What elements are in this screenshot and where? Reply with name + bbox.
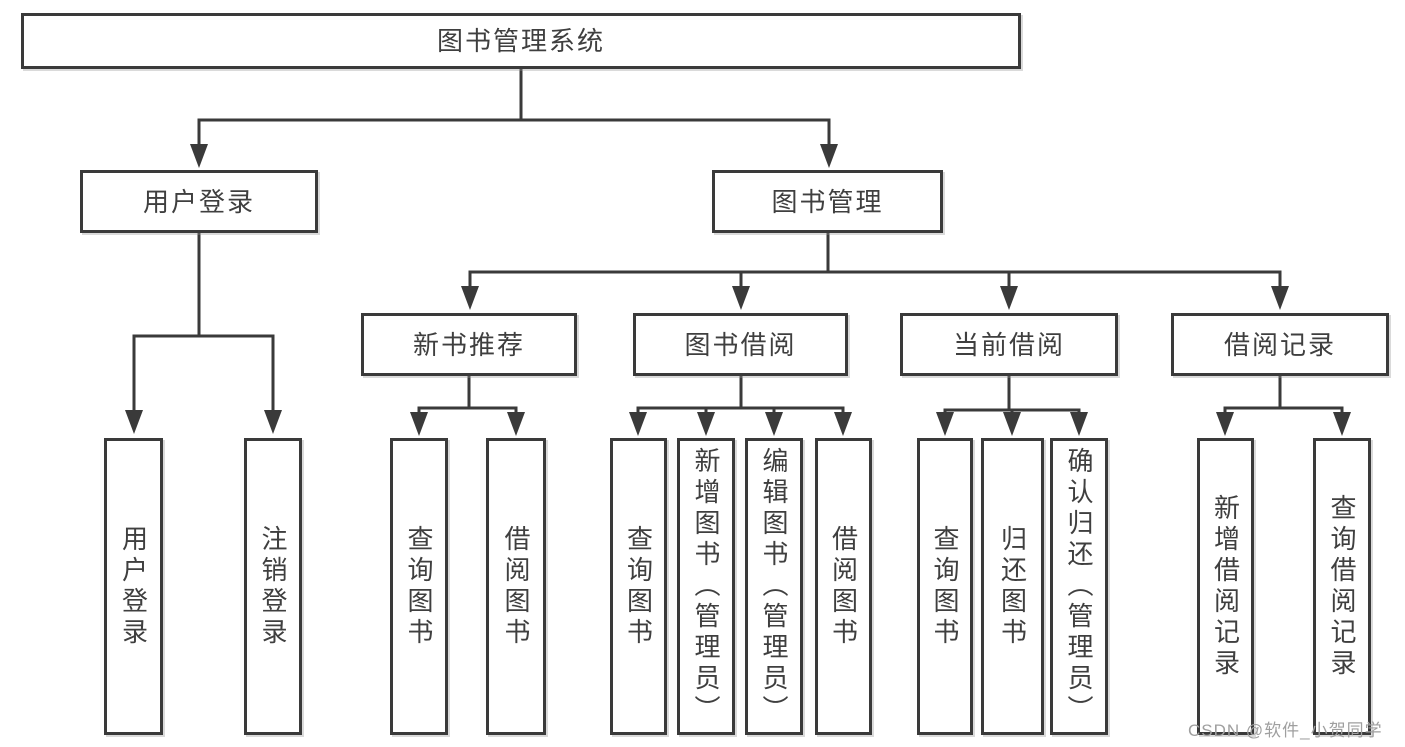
leaf-query-books-current: 查询图书	[917, 438, 973, 735]
leaf-query-borrow-record: 查询借阅记录	[1313, 438, 1371, 735]
leaf-user-login-label: 用户登录	[118, 524, 149, 649]
node-new-book-recommend: 新书推荐	[361, 313, 577, 376]
node-book-borrowing-label: 图书借阅	[684, 329, 797, 360]
node-book-borrowing: 图书借阅	[633, 313, 848, 376]
node-borrow-records: 借阅记录	[1171, 313, 1389, 376]
leaf-add-books-admin: 新增图书（管理员）	[677, 438, 735, 735]
leaf-confirm-return-admin-label: 确认归还（管理员）	[1064, 447, 1094, 726]
leaf-add-books-admin-label: 新增图书（管理员）	[691, 447, 721, 726]
node-borrow-records-label: 借阅记录	[1223, 329, 1336, 360]
leaf-add-borrow-record-label: 新增借阅记录	[1210, 493, 1241, 680]
node-root: 图书管理系统	[21, 13, 1021, 69]
leaf-user-login: 用户登录	[104, 438, 163, 735]
leaf-query-books-borrowing: 查询图书	[610, 438, 667, 735]
node-user-login: 用户登录	[80, 170, 318, 233]
leaf-add-borrow-record: 新增借阅记录	[1197, 438, 1254, 735]
csdn-watermark: CSDN @软件_小贺同学	[1188, 721, 1383, 740]
leaf-query-books-recommend: 查询图书	[390, 438, 448, 735]
node-root-label: 图书管理系统	[436, 26, 605, 56]
leaf-return-books: 归还图书	[981, 438, 1044, 735]
node-user-login-label: 用户登录	[142, 186, 255, 217]
leaf-query-books-current-label: 查询图书	[930, 524, 960, 649]
leaf-borrow-books-recommend: 借阅图书	[486, 438, 546, 735]
node-book-management-label: 图书管理	[771, 186, 884, 217]
leaf-edit-books-admin: 编辑图书（管理员）	[745, 438, 803, 735]
leaf-query-borrow-record-label: 查询借阅记录	[1327, 493, 1357, 680]
node-book-management: 图书管理	[712, 170, 943, 233]
node-current-borrowing-label: 当前借阅	[952, 329, 1065, 360]
leaf-edit-books-admin-label: 编辑图书（管理员）	[759, 447, 789, 726]
node-new-book-recommend-label: 新书推荐	[412, 329, 525, 360]
leaf-confirm-return-admin: 确认归还（管理员）	[1050, 438, 1108, 735]
leaf-borrow-books: 借阅图书	[815, 438, 872, 735]
leaf-return-books-label: 归还图书	[997, 524, 1028, 649]
leaf-logout: 注销登录	[244, 438, 302, 735]
leaf-query-books-borrowing-label: 查询图书	[623, 524, 654, 649]
node-current-borrowing: 当前借阅	[900, 313, 1118, 376]
leaf-query-books-recommend-label: 查询图书	[404, 524, 434, 649]
leaf-borrow-books-recommend-label: 借阅图书	[501, 524, 531, 649]
leaf-borrow-books-label: 借阅图书	[828, 524, 859, 649]
leaf-logout-label: 注销登录	[258, 524, 288, 649]
